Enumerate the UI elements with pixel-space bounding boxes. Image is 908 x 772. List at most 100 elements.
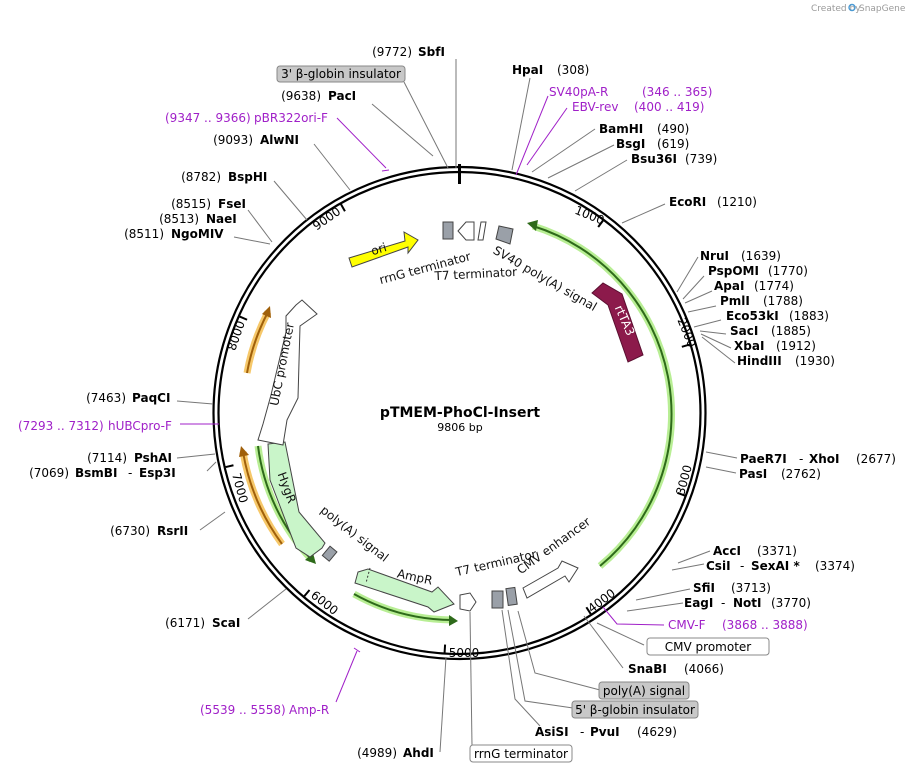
- primer-sv40pa-r[interactable]: SV40pA-R (346 .. 365): [549, 85, 712, 99]
- site-name: PaqCI: [132, 391, 170, 405]
- primer-ebv-rev[interactable]: EBV-rev(400 .. 419): [572, 100, 704, 114]
- site-position: (1788): [763, 294, 803, 308]
- site-position: (3713): [731, 581, 771, 595]
- site-paer7i[interactable]: PaeR7I-XhoI(2677): [740, 452, 896, 466]
- site-sfii[interactable]: SfiI(3713): [693, 581, 771, 595]
- site-position: (7069): [29, 466, 69, 480]
- site-alwni[interactable]: (9093)AlwNI: [213, 133, 299, 147]
- orf-orange-bottom-arrowhead-icon: [239, 446, 249, 457]
- leader-lines: [176, 59, 738, 753]
- primer-hubcpro-f[interactable]: (7293 .. 7312)hUBCpro-F: [18, 419, 172, 433]
- primer-amp-r[interactable]: (5539 .. 5558)Amp-R: [200, 703, 329, 717]
- site-hindiii[interactable]: HindIII(1930): [737, 354, 835, 368]
- rrng-terminator-top-feature[interactable]: [457, 221, 475, 241]
- hygr-feature[interactable]: [267, 441, 326, 558]
- site-pshai[interactable]: (7114)PshAI: [87, 451, 172, 465]
- site-scai[interactable]: (6171)ScaI: [165, 616, 240, 630]
- leader-bamhi: [531, 128, 596, 173]
- label-rrng-terminator[interactable]: rrnG terminator: [469, 744, 573, 763]
- site-pmli[interactable]: PmlI (1788): [720, 294, 803, 308]
- site-name: BspHI: [228, 170, 267, 184]
- site-eagi[interactable]: EagI-NotI(3770): [684, 596, 811, 610]
- t7-terminator-top-feature[interactable]: [477, 221, 487, 241]
- primer-range: (346 .. 365): [642, 85, 712, 99]
- rtta3-feature[interactable]: [591, 282, 644, 363]
- site-position: (1210): [717, 195, 757, 209]
- polya-signal-left-box[interactable]: [321, 545, 338, 562]
- label-5-globin-insulator[interactable]: 5' β-globin insulator: [571, 700, 699, 719]
- label-3-globin-insulator[interactable]: 3' β-globin insulator: [276, 65, 406, 83]
- primer-name: SV40pA-R: [549, 85, 608, 99]
- site-acci[interactable]: AccI(3371): [713, 544, 797, 558]
- site-eco53ki[interactable]: Eco53kI(1883): [726, 309, 829, 323]
- site-pspomi[interactable]: PspOMI(1770): [708, 264, 808, 278]
- rrng-terminator-bottom-feature[interactable]: [459, 592, 477, 612]
- site-separator: -: [721, 596, 725, 610]
- scale-tick-6000: [303, 589, 311, 597]
- snapgene-credit[interactable]: Created by SnapGene: [811, 3, 906, 14]
- cmv-enhancer-feature[interactable]: [522, 560, 579, 599]
- site-csii[interactable]: CsiI-SexAI *(3374): [706, 559, 855, 573]
- site-saci[interactable]: SacI (1885): [730, 324, 811, 338]
- restriction-sites: (9772)SbfI HpaI(308) (9638)PacI (9093)Al…: [29, 45, 896, 760]
- ori-feature[interactable]: [348, 231, 419, 268]
- site-naei[interactable]: (8513)NaeI: [159, 212, 237, 226]
- site-position: (4989): [357, 746, 397, 760]
- plasmid-backbone: [212, 164, 707, 661]
- cmv-enhancer-label: CMV enhancer: [514, 514, 593, 577]
- site-bsgi[interactable]: BsgI(619): [616, 137, 689, 151]
- site-bamhi[interactable]: BamHI(490): [599, 122, 689, 136]
- site-paqci[interactable]: (7463)PaqCI: [86, 391, 170, 405]
- site-position: (1912): [776, 339, 816, 353]
- site-pasi[interactable]: PasI(2762): [739, 467, 821, 481]
- site-name: ApaI: [714, 279, 744, 293]
- label-cmv-promoter[interactable]: CMV promoter: [646, 637, 770, 656]
- site-name: NruI: [700, 249, 729, 263]
- plasmid-size: 9806 bp: [437, 421, 482, 434]
- site-position: (308): [557, 63, 589, 77]
- insulator-5prime-box[interactable]: [491, 590, 504, 609]
- site-position: (8515): [171, 197, 211, 211]
- site-name: PmlI: [720, 294, 750, 308]
- primer-pbr322ori-f[interactable]: (9347 .. 9366)pBR322ori-F: [165, 111, 328, 125]
- insulator-3prime-box[interactable]: [442, 221, 454, 240]
- site-position: (1885): [771, 324, 811, 338]
- site-name: SacI: [730, 324, 758, 338]
- site-hpai[interactable]: HpaI(308): [512, 63, 589, 77]
- site-ecori[interactable]: EcoRI(1210): [669, 195, 757, 209]
- site-bsmbi[interactable]: (7069)BsmBI-Esp3I: [29, 466, 176, 480]
- features: ori rtTA3 HygR UbC promoter: [257, 221, 644, 613]
- site-name: NaeI: [206, 212, 237, 226]
- site-paci[interactable]: (9638)PacI: [281, 89, 356, 103]
- leader-pspomi: [682, 275, 705, 300]
- leader-acci: [677, 550, 711, 564]
- ampr-feature[interactable]: [354, 568, 455, 613]
- site-ahdi[interactable]: (4989) AhdI: [357, 746, 434, 760]
- site-sbfi[interactable]: (9772)SbfI: [372, 45, 445, 59]
- site-name: NgoMIV: [171, 227, 224, 241]
- leader-polya-signal: [517, 610, 601, 691]
- orf-arcs: [239, 220, 676, 626]
- site-apai[interactable]: ApaI(1774): [714, 279, 794, 293]
- site-xbai[interactable]: XbaI(1912): [734, 339, 816, 353]
- site-ngomiv[interactable]: (8511)NgoMIV: [124, 227, 224, 241]
- tick-label-2000: 2000: [674, 316, 698, 350]
- leader-ahdi: [439, 656, 447, 753]
- primer-cmv-f[interactable]: CMV-F(3868 .. 3888): [668, 618, 808, 632]
- site-name: PshAI: [134, 451, 172, 465]
- site-position: (1770): [768, 264, 808, 278]
- site-nrui[interactable]: NruI(1639): [700, 249, 781, 263]
- site-rsrii[interactable]: (6730)RsrII: [110, 524, 188, 538]
- sv40-polya-feature[interactable]: [495, 225, 514, 245]
- ubc-promoter-feature[interactable]: [257, 299, 318, 446]
- site-asisi[interactable]: AsiSI-PvuI(4629): [535, 725, 677, 739]
- site-bsu36i[interactable]: Bsu36I(739): [631, 152, 717, 166]
- polya-signal-right-box[interactable]: [505, 586, 518, 607]
- site-name: AhdI: [403, 746, 434, 760]
- site-name: SnaBI: [628, 662, 667, 676]
- site-fsei[interactable]: (8515)FseI: [171, 197, 246, 211]
- site-bsphi[interactable]: (8782)BspHI: [181, 170, 267, 184]
- site-snabi[interactable]: SnaBI(4066): [628, 662, 724, 676]
- site-name: PasI: [739, 467, 767, 481]
- label-polya-signal[interactable]: poly(A) signal: [598, 681, 690, 700]
